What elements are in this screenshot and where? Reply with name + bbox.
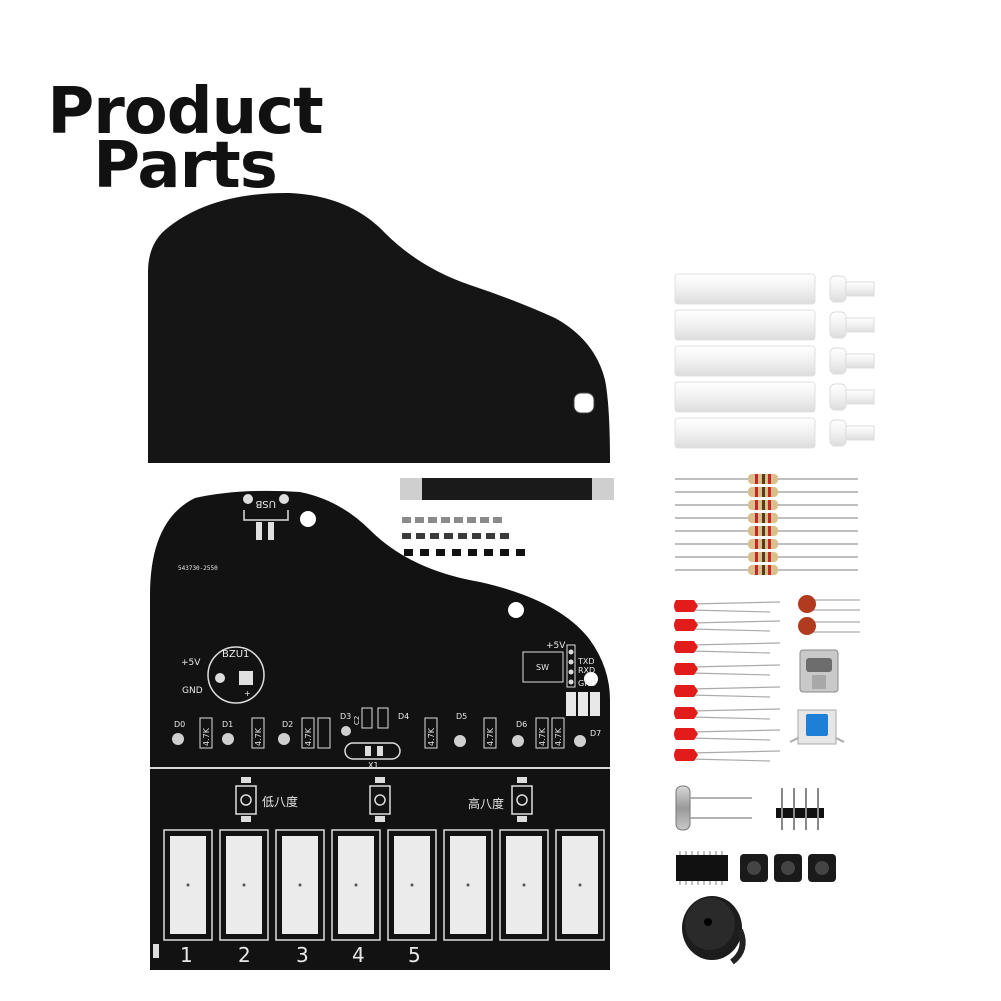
crystal-footprint: C2 X1 bbox=[344, 707, 401, 770]
resistor-value: 4.7K bbox=[254, 727, 263, 746]
smd-caps bbox=[402, 533, 509, 539]
cap-label: C2 bbox=[353, 716, 361, 725]
key-number: 3 bbox=[296, 943, 309, 967]
led-label: D6 bbox=[516, 720, 527, 729]
header-txd: TXD bbox=[577, 657, 595, 666]
key-number: 4 bbox=[352, 943, 365, 967]
smd-diodes bbox=[404, 549, 525, 556]
flat-ribbon bbox=[400, 478, 614, 500]
header-sw: SW bbox=[536, 663, 549, 672]
led-row: D0 D1 D2 D3 D4 D5 D6 D7 4.7K 4.7K 4.7K 4… bbox=[172, 712, 601, 749]
key-number: 2 bbox=[238, 943, 251, 967]
red-leds bbox=[674, 600, 781, 762]
top-cover-plate bbox=[148, 192, 610, 463]
heading-line2: Parts bbox=[93, 129, 278, 203]
octave-buttons: 低八度 高八度 bbox=[235, 777, 533, 822]
header-plus5v: +5V bbox=[546, 641, 566, 651]
cover-mount-slot bbox=[573, 392, 595, 414]
smd-tact-switches bbox=[740, 854, 836, 882]
smd-resistors bbox=[402, 517, 502, 523]
plus5v-label: +5V bbox=[181, 658, 201, 668]
header-rxd: RXD bbox=[578, 666, 595, 675]
mount-hole bbox=[300, 511, 316, 527]
crystal-label: X1 bbox=[368, 761, 379, 770]
resistor-value: 4.7K bbox=[486, 727, 495, 746]
buzzer-label: BZU1 bbox=[222, 649, 249, 660]
key-number: 5 bbox=[408, 943, 421, 967]
led-label: D3 bbox=[340, 712, 351, 721]
pcb-serial: 543730-2550 bbox=[178, 565, 218, 572]
resistor-value: 4.7K bbox=[538, 727, 547, 746]
ceramic-capacitors bbox=[798, 595, 860, 635]
led-label: D2 bbox=[282, 720, 293, 729]
svg-text:+: + bbox=[244, 689, 251, 698]
low-octave-label: 低八度 bbox=[262, 794, 298, 809]
crystal-oscillator bbox=[675, 785, 752, 831]
resistor-value: 4.7K bbox=[554, 727, 563, 746]
buzzer-footprint: BZU1 + +5V GND bbox=[181, 646, 265, 704]
high-octave-label: 高八度 bbox=[468, 796, 504, 811]
usb-footprint: USB bbox=[243, 494, 289, 540]
tactile-switch bbox=[789, 709, 845, 745]
touch-keys: 1 2 3 4 5 bbox=[153, 829, 605, 967]
gnd-label: GND bbox=[182, 686, 203, 696]
axial-resistors bbox=[675, 474, 858, 575]
heading-line1: Product bbox=[47, 75, 323, 149]
led-label: D4 bbox=[398, 712, 409, 721]
led-label: D7 bbox=[590, 729, 601, 738]
led-label: D1 bbox=[222, 720, 233, 729]
resistor-value: 4.7K bbox=[304, 727, 313, 746]
key-number: 1 bbox=[180, 943, 193, 967]
buzzer bbox=[682, 896, 746, 965]
nylon-spacers bbox=[674, 273, 816, 449]
header-gnd: GND bbox=[578, 679, 596, 688]
micro-usb-connector bbox=[799, 649, 839, 693]
nylon-screws bbox=[829, 275, 875, 447]
led-label: D5 bbox=[456, 712, 467, 721]
resistor-value: 4.7K bbox=[427, 727, 436, 746]
resistor-value: 4.7K bbox=[202, 727, 211, 746]
main-pcb bbox=[150, 490, 610, 970]
pin-header bbox=[776, 788, 824, 830]
smd-ic-chip bbox=[676, 851, 728, 885]
mount-hole bbox=[508, 602, 524, 618]
header-footprint: +5V SW TXD RXD GND bbox=[522, 641, 600, 716]
mount-hole bbox=[584, 672, 598, 686]
usb-label: USB bbox=[255, 498, 276, 509]
led-label: D0 bbox=[174, 720, 185, 729]
